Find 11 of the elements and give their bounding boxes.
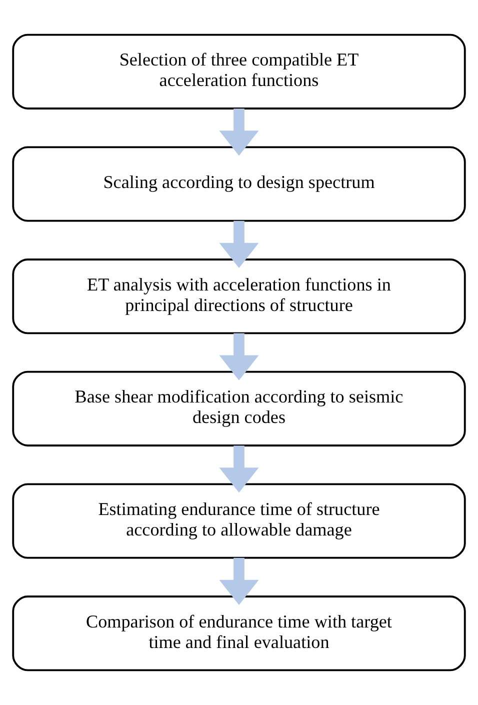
node-box: Selection of three compatible ET acceleration functions <box>12 34 466 110</box>
node-box: Base shear modification according to seismic design codes <box>12 370 466 446</box>
arrow <box>219 446 259 493</box>
arrow <box>219 220 259 268</box>
arrow <box>219 558 259 606</box>
node-box: Estimating endurance time of structure according to allowable damage <box>12 483 466 559</box>
arrow <box>219 108 259 156</box>
node-box: Comparison of endurance time with target time and final evaluation <box>12 596 466 672</box>
node-box: ET analysis with acceleration functions in principal directions of structure <box>12 258 466 334</box>
arrow <box>219 333 259 380</box>
node-box: Scaling according to design spectrum <box>12 146 466 222</box>
